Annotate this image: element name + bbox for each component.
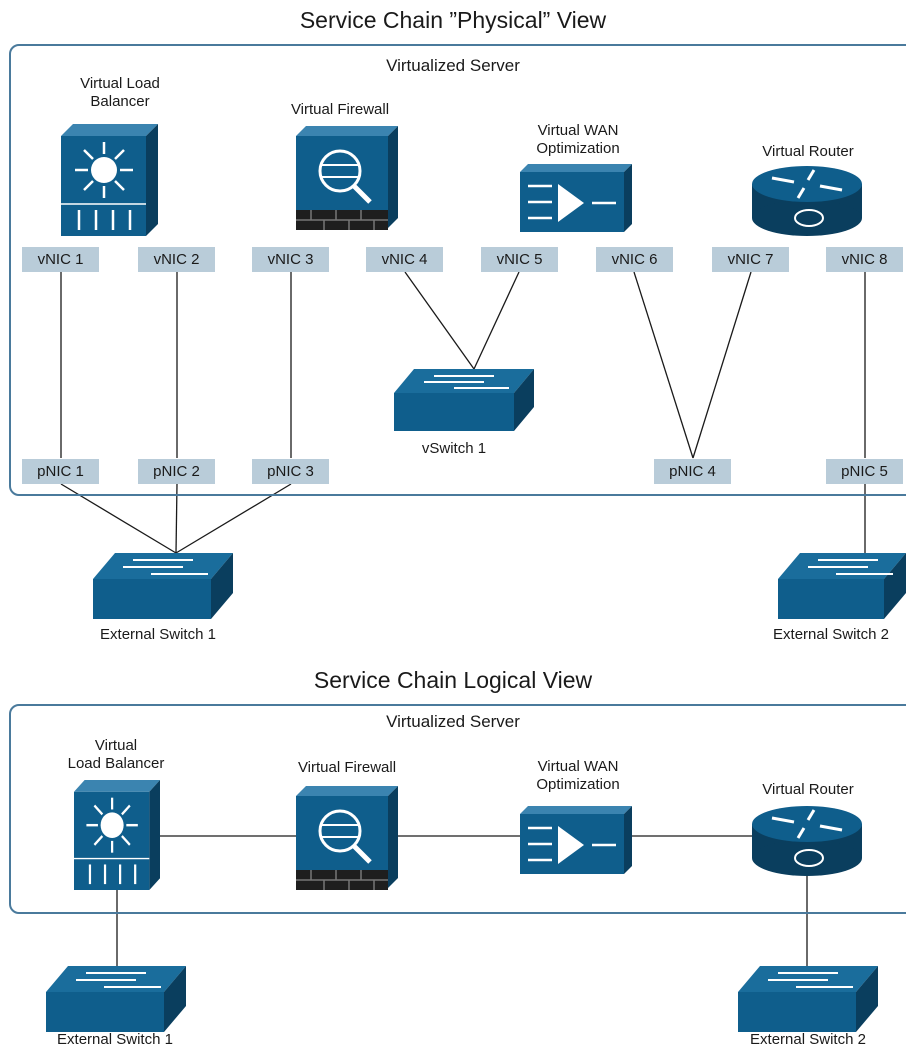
vnic-3: vNIC 3 bbox=[252, 247, 329, 272]
log-firewall-label: Virtual Firewall bbox=[297, 759, 397, 776]
physical-view-title: Service Chain ”Physical” View bbox=[299, 7, 607, 33]
log-load-balancer-label: Virtual Load Balancer bbox=[67, 737, 165, 772]
phys-router-label: Virtual Router bbox=[762, 143, 854, 160]
vnic-8: vNIC 8 bbox=[826, 247, 903, 272]
phys-ext-switch-2-label: External Switch 2 bbox=[773, 626, 889, 643]
phys-firewall-label: Virtual Firewall bbox=[290, 101, 390, 118]
vnic-4: vNIC 4 bbox=[366, 247, 443, 272]
switch-icon bbox=[738, 966, 878, 1032]
vnic-1: vNIC 1 bbox=[22, 247, 99, 272]
logical-server-frame bbox=[9, 704, 906, 914]
vnic-2: vNIC 2 bbox=[138, 247, 215, 272]
phys-wan-opt-label: Virtual WAN Optimization bbox=[536, 122, 620, 157]
switch-icon bbox=[778, 553, 906, 619]
vnic-6: vNIC 6 bbox=[596, 247, 673, 272]
wan-optimizer-icon bbox=[520, 806, 632, 874]
load-balancer-icon bbox=[74, 780, 160, 890]
firewall-icon bbox=[296, 786, 398, 890]
pnic-1: pNIC 1 bbox=[22, 459, 99, 484]
firewall-icon bbox=[296, 126, 398, 230]
pnic-2: pNIC 2 bbox=[138, 459, 215, 484]
logical-view-title: Service Chain Logical View bbox=[313, 667, 593, 693]
log-router-label: Virtual Router bbox=[762, 781, 854, 798]
log-wan-opt-label: Virtual WAN Optimization bbox=[536, 758, 620, 793]
log-ext-switch-1-label: External Switch 1 bbox=[57, 1031, 173, 1048]
router-icon bbox=[752, 806, 862, 876]
switch-icon bbox=[46, 966, 186, 1032]
physical-server-frame bbox=[9, 44, 906, 496]
phys-load-balancer-label: Virtual Load Balancer bbox=[80, 75, 160, 110]
physical-server-label: Virtualized Server bbox=[386, 56, 520, 75]
pnic-5: pNIC 5 bbox=[826, 459, 903, 484]
vswitch-1-label: vSwitch 1 bbox=[421, 440, 487, 457]
pnic-4: pNIC 4 bbox=[654, 459, 731, 484]
pnic-3: pNIC 3 bbox=[252, 459, 329, 484]
wan-optimizer-icon bbox=[520, 164, 632, 232]
logical-server-label: Virtualized Server bbox=[386, 712, 520, 731]
load-balancer-icon bbox=[61, 124, 158, 236]
switch-icon bbox=[93, 553, 233, 619]
log-ext-switch-2-label: External Switch 2 bbox=[750, 1031, 866, 1048]
switch-icon bbox=[394, 369, 534, 431]
router-icon bbox=[752, 166, 862, 236]
vnic-5: vNIC 5 bbox=[481, 247, 558, 272]
phys-ext-switch-1-label: External Switch 1 bbox=[100, 626, 216, 643]
vnic-7: vNIC 7 bbox=[712, 247, 789, 272]
